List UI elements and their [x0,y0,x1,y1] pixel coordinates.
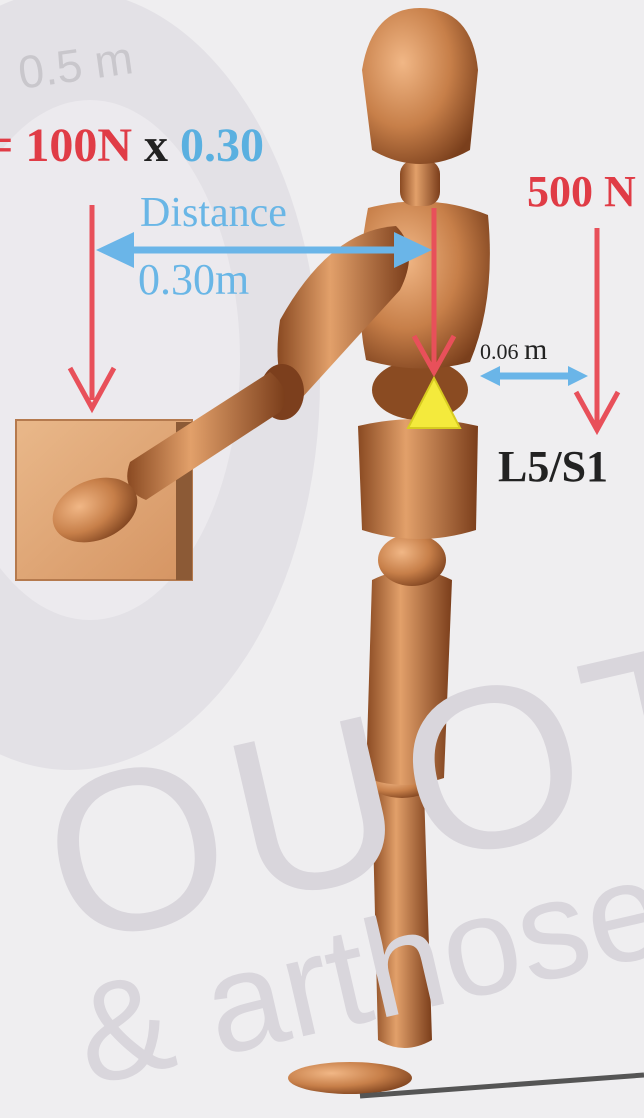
joint-label: L5/S1 [498,445,608,489]
pelvis [358,419,478,539]
head [362,8,478,164]
neck [400,160,440,206]
small-distance-number: 0.06 [480,339,519,364]
distance-value: 0.30m [138,258,249,302]
multiply-sign: x [144,119,168,172]
distance-title: Distance [140,192,287,234]
hip-joint [378,534,446,586]
small-distance-arrow [480,366,588,386]
load-force-value: = 100N [0,119,132,172]
upper-body-weight-arrow [576,228,618,430]
body-force-label: 500 N [527,170,636,214]
load-moment-label: = 100N x 0.30 [0,122,264,170]
load-distance-value: 0.30 [180,119,264,172]
small-distance-label: 0.06 m [480,335,547,365]
small-distance-unit: m [524,333,547,366]
